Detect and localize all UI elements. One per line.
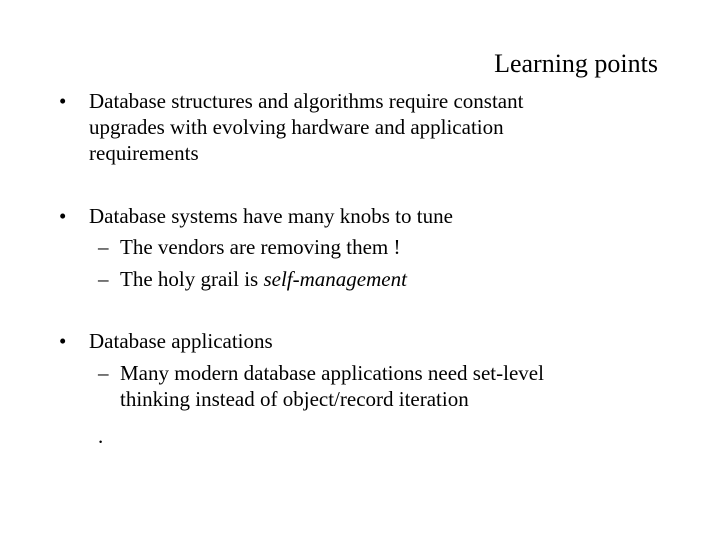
bullet-1-line-1: Database structures and algorithms requi…: [89, 89, 524, 113]
bullet-2-sub-2: The holy grail is self-management: [120, 264, 407, 295]
bullet-marker: •: [59, 329, 67, 353]
bullet-1-line-2: upgrades with evolving hardware and appl…: [89, 115, 504, 139]
dash-marker: –: [98, 361, 109, 385]
bullet-3-sub-line-1: Many modern database applications need s…: [120, 361, 544, 385]
bullet-2-text: Database systems have many knobs to tune: [89, 204, 453, 228]
trailing-period: .: [98, 424, 104, 448]
bullet-marker: •: [59, 89, 67, 113]
bullet-2-sub-2-emphasis: self-management: [263, 267, 407, 291]
bullet-3-text: Database applications: [89, 329, 273, 353]
dash-marker: –: [98, 235, 109, 259]
slide-title: Learning points: [494, 49, 658, 78]
bullet-3-sub-line-2: thinking instead of object/record iterat…: [120, 387, 469, 411]
bullet-2-sub-2-prefix: The holy grail is: [120, 267, 264, 291]
bullet-1-line-3: requirements: [89, 141, 199, 165]
bullet-2-sub-1: The vendors are removing them !: [120, 235, 401, 259]
dash-marker: –: [98, 267, 109, 291]
bullet-marker: •: [59, 204, 67, 228]
